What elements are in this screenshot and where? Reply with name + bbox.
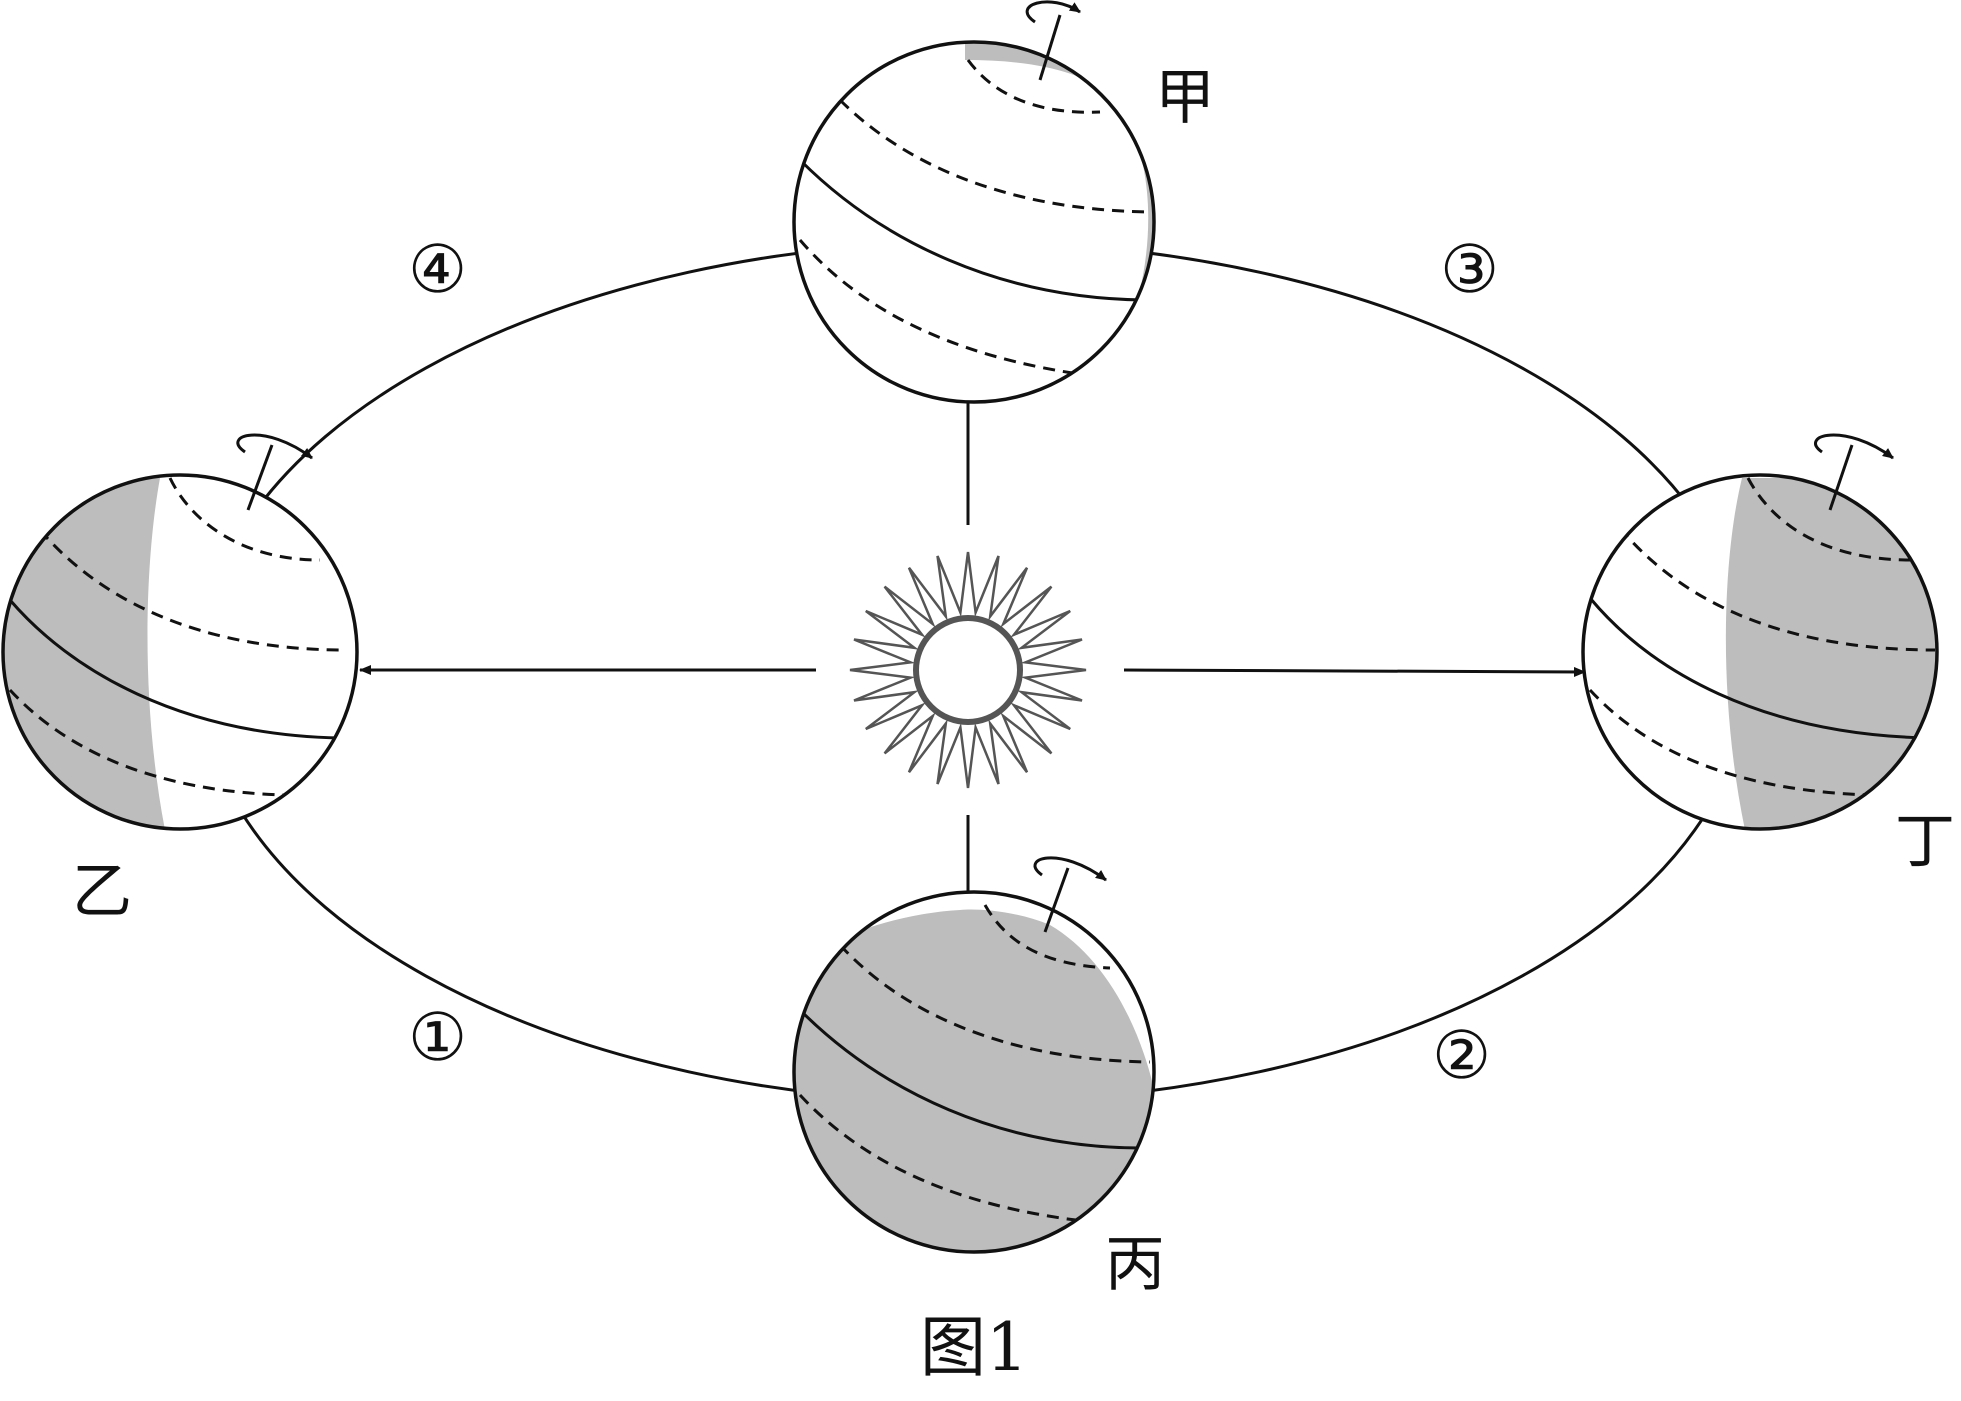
segment-label-1: ① [408, 999, 467, 1076]
globe-yi [1, 433, 359, 831]
globe-jia [792, 0, 1156, 404]
sun-icon [849, 551, 1087, 789]
label-yi: 乙 [72, 857, 132, 927]
label-jia: 甲 [1155, 63, 1215, 133]
night-side-ding [1725, 478, 1937, 829]
segment-label-3: ③ [1440, 231, 1499, 308]
globe-bing [792, 856, 1156, 1254]
globe-ding [1581, 433, 1939, 831]
arrow-to-ding [1123, 666, 1586, 677]
label-ding: 丁 [1895, 807, 1955, 877]
label-bing: 丙 [1105, 1230, 1165, 1300]
segment-label-2: ② [1432, 1017, 1491, 1094]
figure-caption: 图1 [920, 1309, 1028, 1386]
night-side-yi [3, 478, 165, 829]
segment-label-4: ④ [408, 231, 467, 308]
